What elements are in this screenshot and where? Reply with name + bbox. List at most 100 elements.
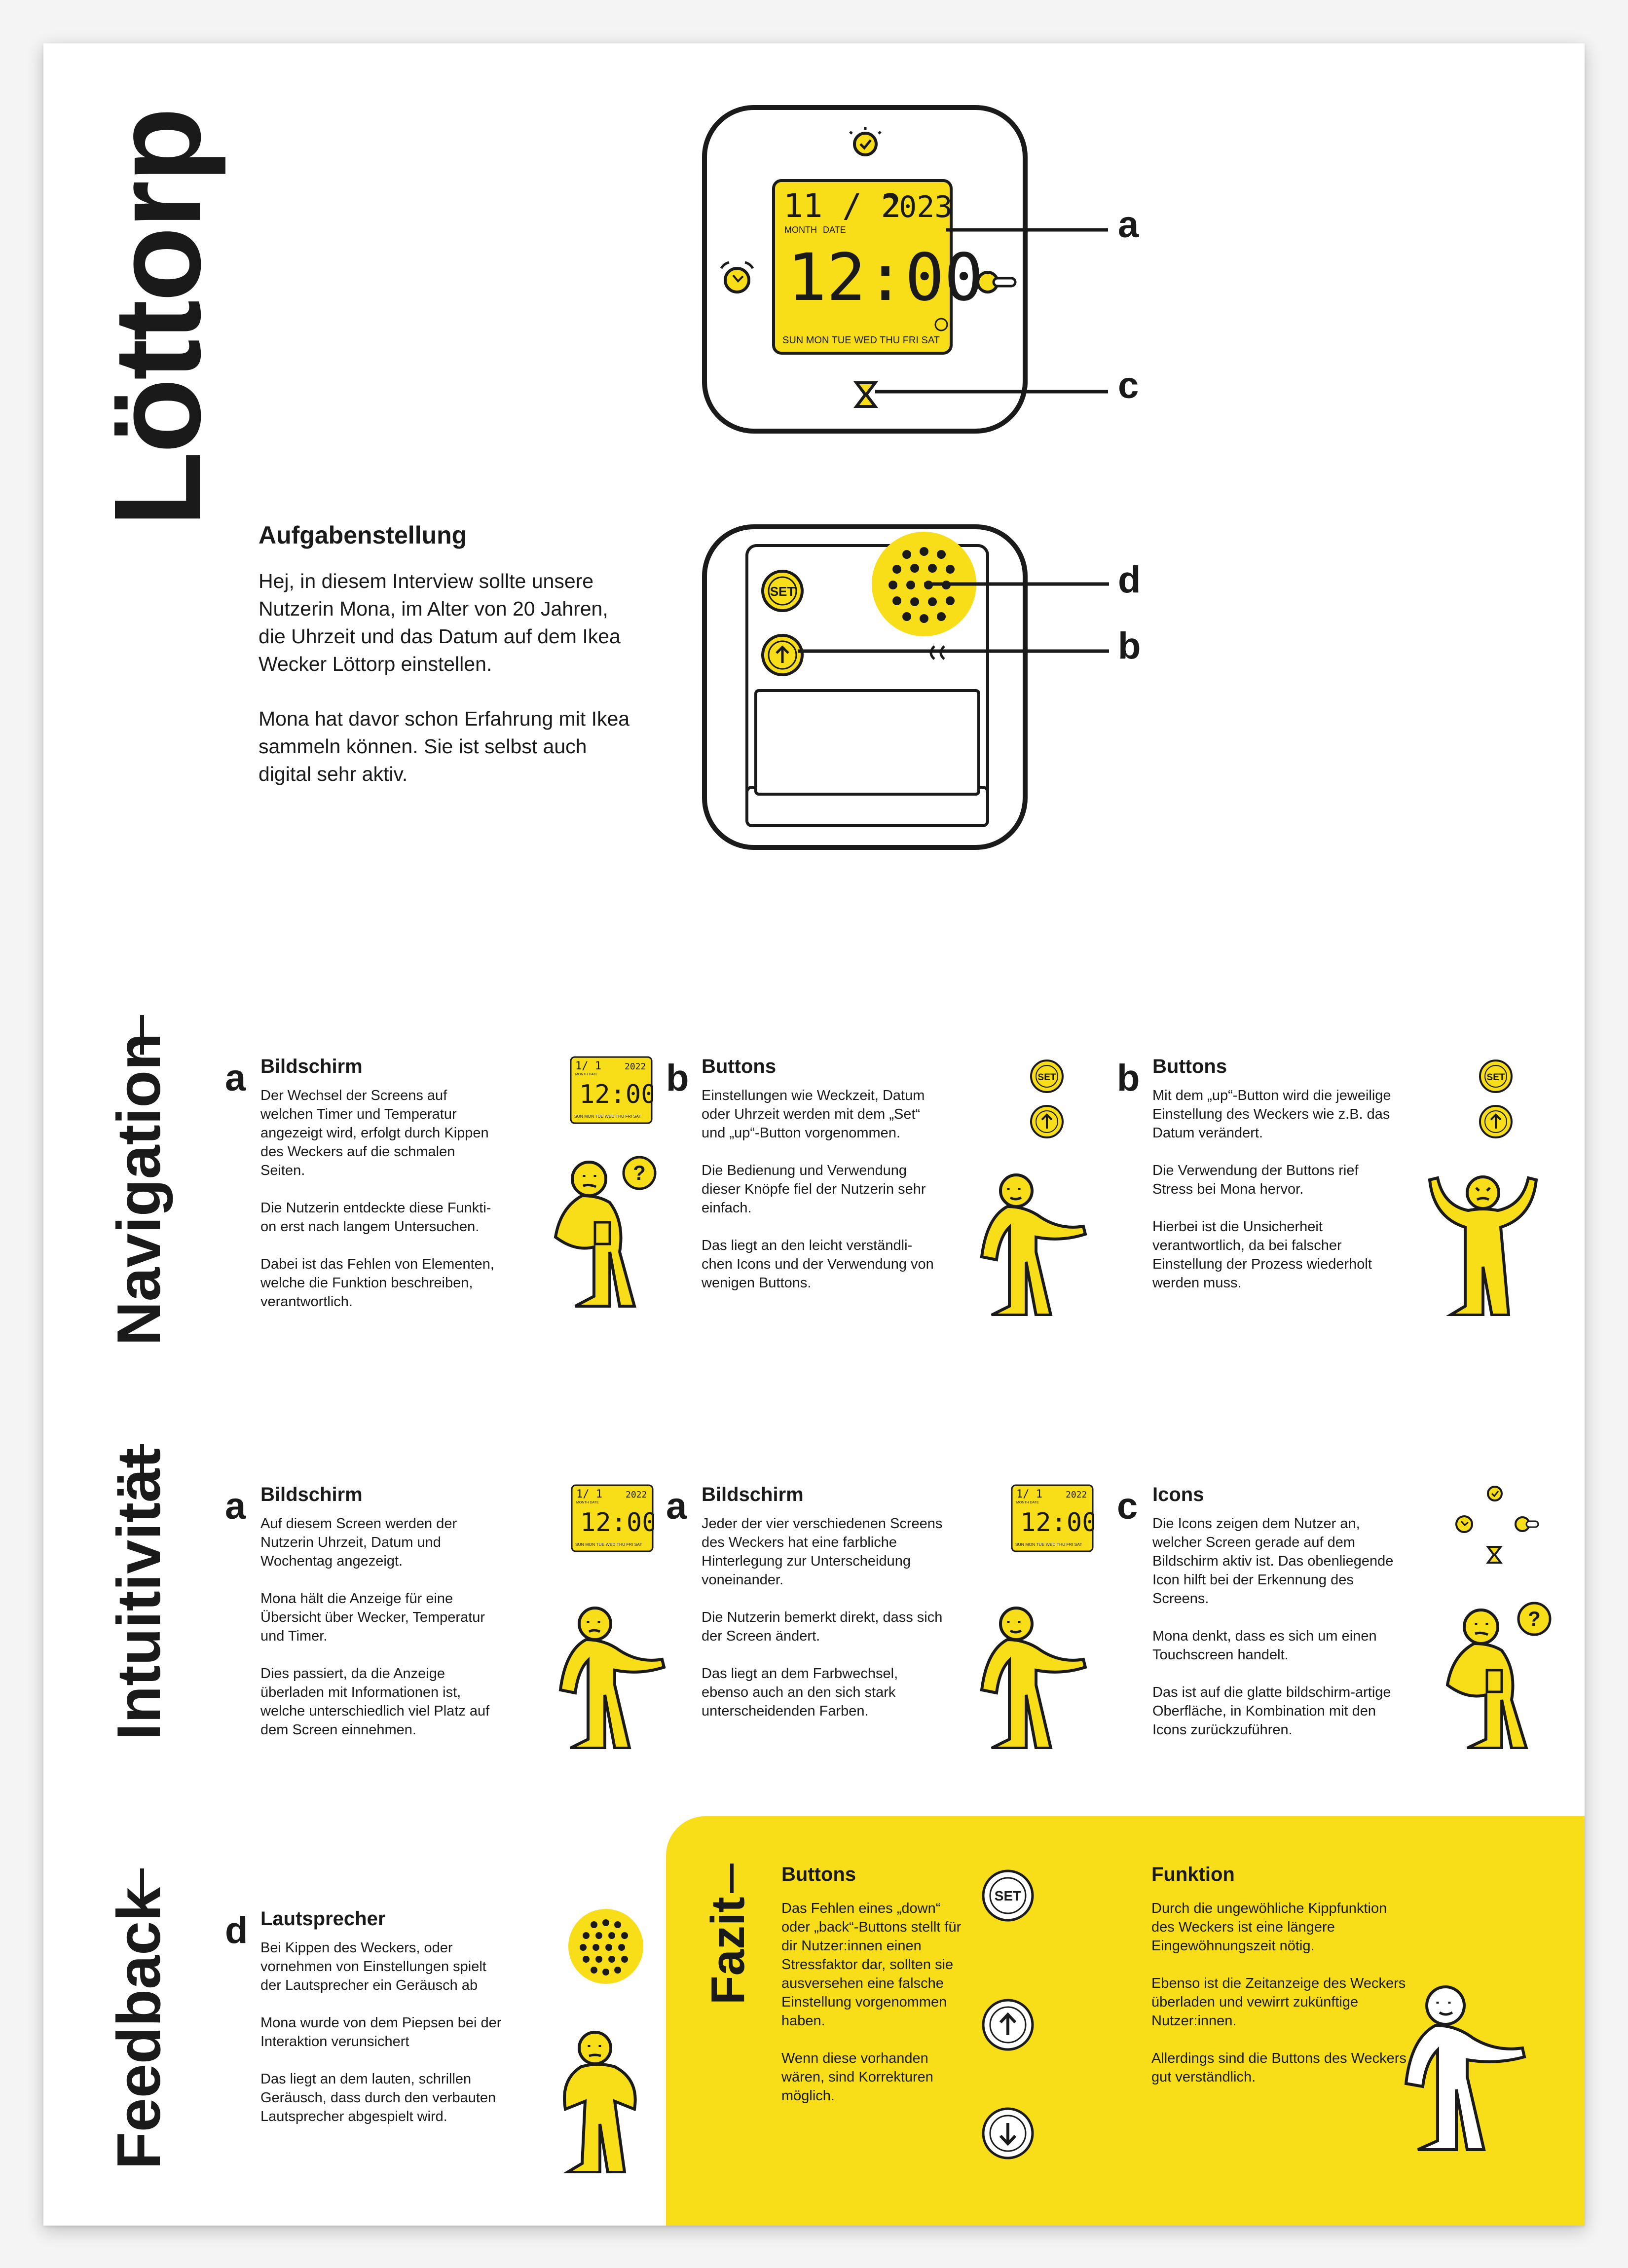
set-up-buttons-icon: SET [1479,1060,1513,1138]
poster: Löttorp 11 / 2 2023 MONTH DATE 12:00 SUN… [43,43,1585,2226]
fazit-buttons-text: Das Fehlen eines „down“ oder „back“-Butt… [781,1899,969,2124]
card-title: Icons [1152,1484,1204,1505]
card-paragraph: Mona hält die Anzeige für eine Übersicht… [260,1591,485,1644]
section-divider [730,1864,734,1893]
person-pointing-outline-icon [1404,1985,1526,2151]
person-puzzled-icon: ? [1445,1602,1552,1749]
card-letter: a [225,1485,246,1527]
section-divider [140,1444,144,1484]
fazit-up-button-icon [982,1999,1034,2051]
task-paragraph: Mona hat davor schon Erfahrung mit Ikea … [259,707,630,785]
callout-b: b [1118,625,1141,667]
conclusion-panel [666,1816,1585,2226]
card-text: Jeder der vier verschiedenen Screens des… [702,1514,943,1739]
device-time: 12:00 [787,240,983,316]
svg-text:SUN MON TUE WED THU FRI SAT: SUN MON TUE WED THU FRI SAT [575,1542,642,1547]
section-divider [140,1868,144,1908]
svg-text:1/ 1: 1/ 1 [1016,1488,1042,1500]
svg-text:12:00: 12:00 [580,1508,654,1537]
svg-text:MONTH DATE: MONTH DATE [575,1073,598,1076]
device-front-illustration: 11 / 2 2023 MONTH DATE 12:00 SUN MON TUE… [702,105,1108,434]
card-paragraph: Auf diesem Screen werden der Nutzerin Uh… [260,1516,457,1569]
card-letter: a [225,1057,246,1099]
nav-card-up-button: b Buttons Mit dem „up“-Button wird die j… [1117,1056,1538,1375]
nav-card-buttons: b Buttons Einstellungen wie Weckzeit, Da… [666,1056,1087,1375]
card-letter: d [225,1909,248,1951]
card-paragraph: Dabei ist das Fehlen von Elementen, welc… [260,1256,494,1310]
card-title: Bildschirm [260,1056,363,1077]
fazit-paragraph: Ebenso ist die Zeitanzeige des Weckers ü… [1151,1975,1406,2029]
section-divider [140,1015,144,1055]
section-title-navigation: Navigation [105,1033,173,1346]
card-paragraph: Hierbei ist die Unsicherheit verantwortl… [1152,1219,1372,1291]
fazit-funktion-title: Funktion [1151,1864,1235,1885]
card-paragraph: Die Nutzerin entdeckte diese Funkti-on e… [260,1200,491,1235]
up-button-icon [761,634,804,676]
callout-c: c [1118,365,1139,406]
card-paragraph: Das ist auf die glatte bildschirm-artige… [1152,1684,1391,1738]
svg-text:SET: SET [1487,1072,1505,1083]
card-title: Buttons [702,1056,777,1077]
card-text: Auf diesem Screen werden der Nutzerin Uh… [260,1514,502,1758]
intu-card-screen-colors: a Bildschirm Jeder der vier verschiedene… [666,1484,1094,1803]
device-date: 11 / 2 [783,187,901,225]
device-year: 2023 [881,190,953,224]
fazit-set-button-icon: SET [982,1869,1034,1922]
card-letter: c [1117,1485,1138,1527]
set-up-buttons-icon: SET [1030,1060,1064,1138]
section-title-feedback: Feedback [105,1887,173,2169]
lcd-thumbnail: 1/ 1 2022 MONTH DATE 12:00 SUN MON TUE W… [571,1484,654,1552]
svg-text:1/ 1: 1/ 1 [575,1060,601,1072]
screen-icons-group [1455,1486,1539,1564]
feedback-card-speaker: d Lautsprecher Bei Kippen des Weckers, o… [225,1908,643,2226]
card-text: Der Wechsel der Screens auf welchen Time… [260,1086,502,1330]
device-weekdays: SUN MON TUE WED THU FRI SAT [782,335,940,346]
lcd-thumbnail: 1/ 1 2022 MONTH DATE 12:00 SUN MON TUE W… [1011,1484,1094,1552]
intu-card-icons: c Icons Die Icons zeigen dem Nutzer an, … [1117,1484,1552,1803]
svg-text:1/ 1: 1/ 1 [576,1488,602,1500]
device-back-illustration: SET [702,524,1109,850]
card-paragraph: Bei Kippen des Weckers, oder vornehmen v… [260,1940,486,1993]
svg-text:SET: SET [1038,1072,1056,1083]
card-letter: b [1117,1057,1140,1099]
fazit-funktion-text: Durch die ungewöhliche Kippfunktion des … [1151,1899,1408,2105]
person-unsure-icon [562,2031,637,2173]
card-letter: a [666,1485,687,1527]
person-pointing-icon [980,1173,1087,1316]
poster-title: Löttorp [88,109,226,527]
set-label: SET [770,584,795,599]
fazit-paragraph: Das Fehlen eines „down“ oder „back“-Butt… [781,1901,962,2029]
card-title: Bildschirm [260,1484,363,1505]
section-title-fazit: Fazit [702,1897,754,2005]
task-paragraph: Hej, in diesem Interview sollte unsere N… [259,570,621,675]
svg-text:SET: SET [995,1888,1021,1903]
task-heading: Aufgabenstellung [259,521,467,549]
svg-text:12:00: 12:00 [579,1080,653,1109]
clock-icon [849,127,882,156]
section-title-intuitivitaet: Intuitivität [105,1448,173,1740]
nav-card-screen: a Bildschirm Der Wechsel der Screens auf… [225,1056,657,1375]
callout-a: a [1118,204,1139,246]
svg-text:SUN MON TUE WED THU FRI SAT: SUN MON TUE WED THU FRI SAT [574,1114,641,1119]
svg-text:2022: 2022 [626,1490,647,1500]
card-text: Die Icons zeigen dem Nutzer an, welcher … [1152,1514,1394,1758]
thermometer-icon [976,271,1017,293]
question-mark-icon: ? [633,1161,646,1184]
fazit-buttons-title: Buttons [781,1864,856,1885]
card-title: Lautsprecher [260,1908,386,1930]
lcd-thumbnail: 1/ 1 2022 MONTH DATE 12:00 SUN MON TUE W… [570,1056,653,1124]
svg-text:2022: 2022 [625,1061,646,1072]
question-mark-icon: ? [1528,1607,1541,1630]
set-button-icon: SET [761,570,804,612]
svg-text:SUN MON TUE WED THU FRI SAT: SUN MON TUE WED THU FRI SAT [1015,1542,1082,1547]
callout-d: d [1118,559,1141,601]
card-title: Bildschirm [702,1484,804,1505]
device-date-label: DATE [823,225,846,235]
task-text: Hej, in diesem Interview sollte unsere N… [259,567,633,815]
card-text: Einstellungen wie Weckzeit, Datum oder U… [702,1086,943,1311]
person-pointing-icon [558,1607,666,1749]
card-paragraph: Das liegt an dem lauten, schrillen Geräu… [260,2071,496,2124]
person-stressed-icon [1428,1175,1538,1316]
alarm-icon [720,261,754,293]
intu-card-screen-info: a Bildschirm Auf diesem Screen werden de… [225,1484,666,1803]
